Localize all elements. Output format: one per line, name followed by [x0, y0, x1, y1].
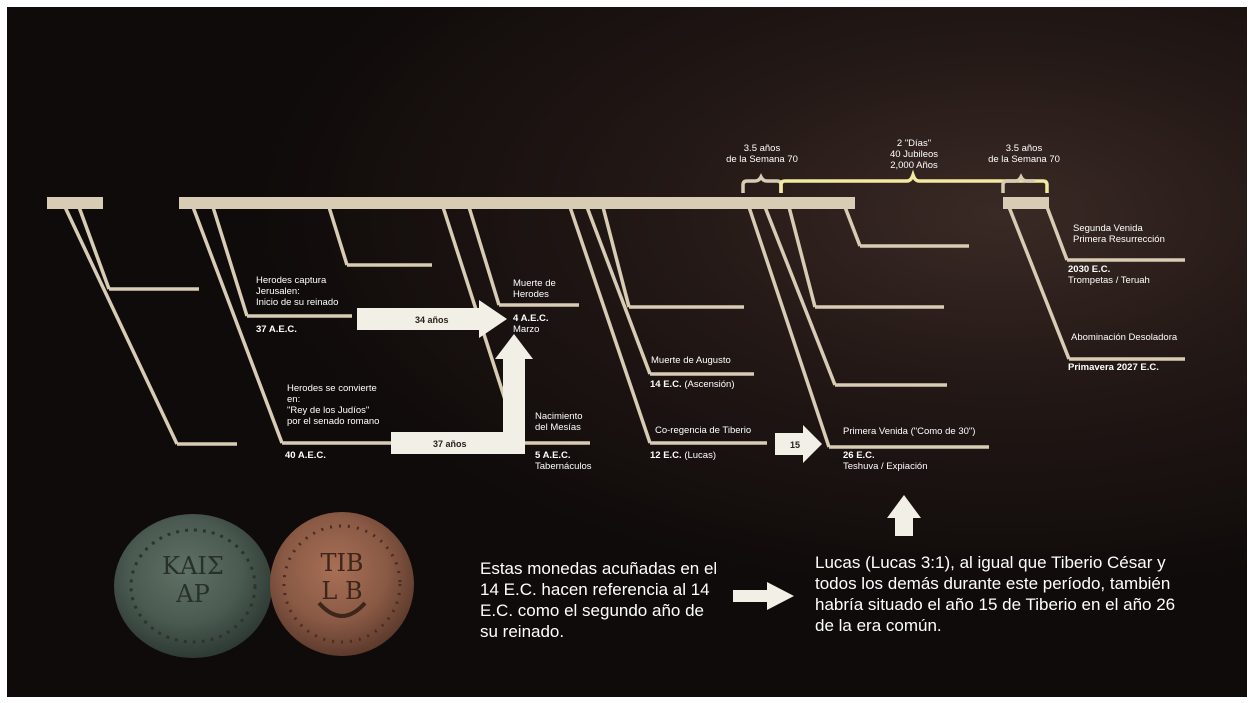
muerte-augusto-text: Muerte de Augusto: [651, 355, 731, 366]
co-regencia-date: 12 E.C. (Lucas): [650, 450, 717, 461]
herodes-captura-date: 37 A.E.C.: [256, 324, 297, 335]
svg-text:ΑΡ: ΑΡ: [175, 580, 209, 608]
arrow-37: [391, 334, 533, 454]
diagram-canvas: 34 años 37 años 15 ΚΑΙΣ ΑΡ TIB L B 3.5 a…: [7, 7, 1247, 697]
primera-venida-text: Primera Venida ("Como de 30"): [843, 426, 976, 437]
muerte-herodes-date: 4 A.E.C.Marzo: [513, 313, 549, 335]
arrow-right: [733, 582, 794, 610]
branch-line: [467, 206, 501, 306]
abominacion-date: Primavera 2027 E.C.: [1068, 362, 1159, 373]
arrow-up: [887, 495, 921, 536]
timeline-bar-3: [1003, 197, 1049, 209]
svg-text:TIB: TIB: [320, 549, 363, 577]
branch-line: [191, 206, 284, 444]
branch-line: [568, 206, 652, 444]
arrow-34-label: 34 años: [415, 315, 449, 325]
branch-line: [327, 206, 349, 266]
co-regencia-text: Co-regencia de Tiberio: [655, 425, 752, 436]
branch-line: [211, 206, 249, 317]
bracket-center: [779, 169, 1049, 193]
svg-text:L B: L B: [321, 577, 362, 605]
arrow-15-label: 15: [790, 440, 800, 450]
coin-kaisar-icon: ΚΑΙΣ ΑΡ: [114, 514, 272, 658]
branch-line: [843, 206, 862, 247]
timeline-bar-2: [179, 197, 855, 209]
arrow-37-label: 37 años: [433, 439, 467, 449]
muerte-augusto-date: 14 E.C. (Ascensión): [650, 379, 735, 390]
bracket-left: [741, 173, 783, 193]
branch-line: [787, 206, 817, 308]
lucas-caption: Lucas (Lucas 3:1), al igual que Tiberio …: [815, 553, 1176, 635]
nacimiento-mesias-date: 5 A.E.C.Tabernáculos: [535, 450, 592, 472]
arrow-34: [357, 300, 507, 338]
timeline-lines: 34 años 37 años 15 ΚΑΙΣ ΑΡ TIB L B: [47, 169, 1185, 658]
branch-line: [601, 206, 631, 308]
branch-line: [585, 206, 652, 375]
herodes-rey-date: 40 A.E.C.: [285, 450, 326, 461]
branch-line: [77, 206, 111, 290]
branch-line: [1007, 206, 1071, 360]
branch-line: [763, 206, 837, 386]
primera-venida-date: 26 E.C.Teshuva / Expiación: [843, 450, 928, 472]
branch-line: [1045, 206, 1069, 261]
branch-line: [63, 206, 179, 445]
svg-text:ΚΑΙΣ: ΚΑΙΣ: [162, 552, 224, 580]
bracket-right: [1001, 173, 1035, 193]
abominacion-text: Abominación Desoladora: [1071, 332, 1178, 343]
segunda-venida-date: 2030 E.C.Trompetas / Teruah: [1068, 264, 1150, 286]
branch-line: [747, 206, 831, 448]
arrow-15: [775, 425, 822, 463]
coins-caption: Estas monedas acuñadas en el 14 E.C. hac…: [480, 559, 718, 641]
coin-tib-icon: TIB L B: [270, 512, 414, 656]
timeline-bar-1: [47, 197, 103, 209]
